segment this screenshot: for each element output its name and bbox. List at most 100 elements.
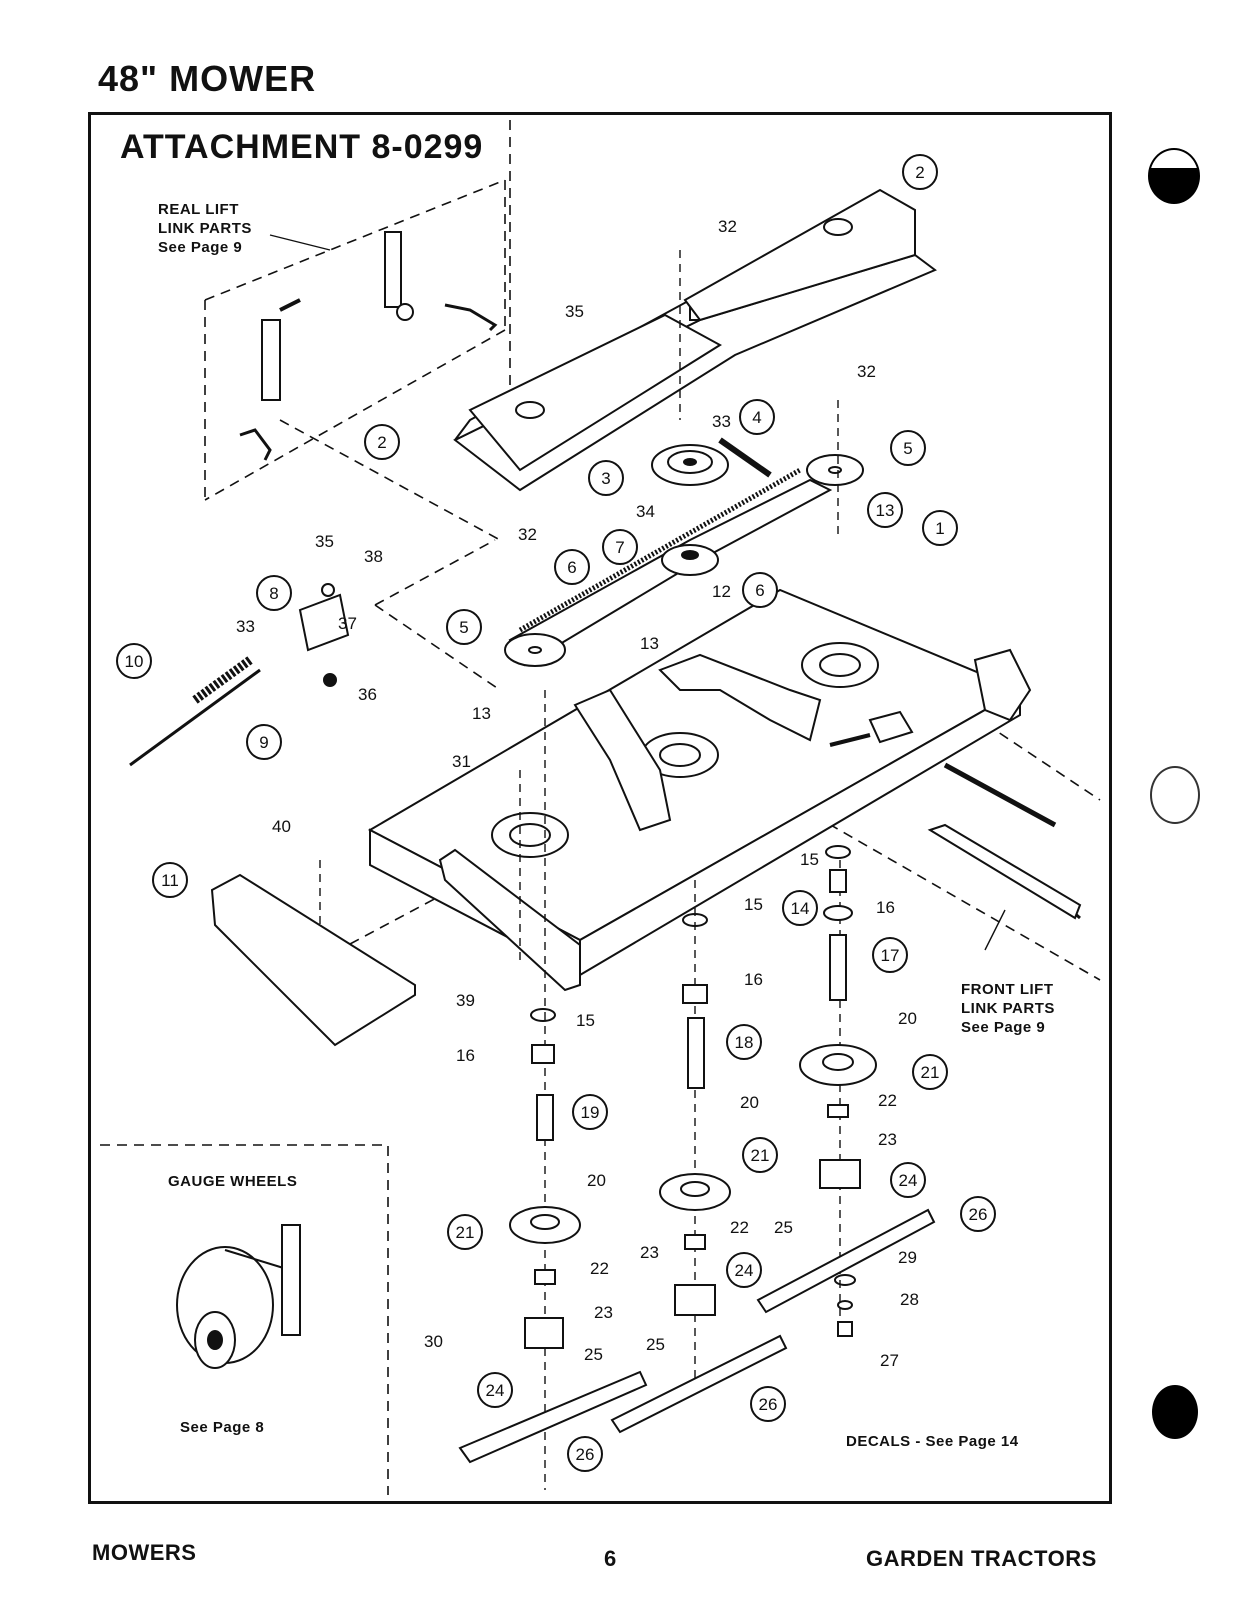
callout-circle [890, 430, 926, 466]
part-label-36: 29 [898, 1248, 917, 1267]
rear-lift-note: REAL LIFT LINK PARTS See Page 9 [158, 201, 252, 256]
part-label-32: 23 [878, 1130, 897, 1149]
callout-number: 21 [921, 1063, 940, 1082]
part-label-14: 36 [358, 685, 377, 704]
footer-page-number: 6 [604, 1546, 617, 1571]
part-callout-12: 9 [246, 724, 282, 760]
callout-circle [726, 1252, 762, 1288]
part-callout-27: 26 [750, 1386, 786, 1422]
attachment-title: ATTACHMENT 8-0299 [120, 128, 484, 166]
callout-number: 6 [755, 581, 764, 600]
part-callout-1: 1 [922, 510, 958, 546]
part-label-33: 25 [584, 1345, 603, 1364]
belt-and-pulleys [504, 437, 864, 667]
callout-number: 3 [601, 469, 610, 488]
gauge-wheels-ref: See Page 8 [180, 1419, 265, 1436]
part-label-22: 16 [744, 970, 763, 989]
part-label-34: 25 [646, 1335, 665, 1354]
part-label-8: 34 [636, 502, 655, 521]
part-callout-19: 19 [572, 1094, 608, 1130]
callout-number: 4 [752, 408, 761, 427]
callout-circle [256, 575, 292, 611]
part-label-30: 23 [594, 1303, 613, 1322]
callout-circle [902, 154, 938, 190]
callout-number: 24 [486, 1381, 505, 1400]
callout-number: 13 [876, 501, 895, 520]
part-label-21: 16 [876, 898, 895, 917]
part-callout-25: 24 [890, 1162, 926, 1198]
callout-number: 18 [735, 1033, 754, 1052]
callout-circle [477, 1372, 513, 1408]
part-callout-22: 21 [912, 1054, 948, 1090]
punch-hole-top [1148, 148, 1200, 204]
callout-number: 7 [615, 538, 624, 557]
part-callout-24: 24 [726, 1252, 762, 1288]
part-callout-10: 7 [602, 529, 638, 565]
callout-circle [742, 1137, 778, 1173]
part-label-7: 33 [236, 617, 255, 636]
part-callout-8: 6 [554, 549, 590, 585]
callout-number: 10 [125, 652, 144, 671]
front-lift-parts [829, 710, 1082, 920]
part-label-1: 32 [718, 217, 737, 236]
part-label-17: 39 [456, 991, 475, 1010]
part-label-9: 12 [712, 582, 731, 601]
part-label-29: 22 [878, 1091, 897, 1110]
callout-circle [602, 529, 638, 565]
part-label-18: 15 [800, 850, 819, 869]
callout-number: 24 [735, 1261, 754, 1280]
callout-number: 9 [259, 733, 268, 752]
part-label-31: 23 [640, 1243, 659, 1262]
callout-circle [739, 399, 775, 435]
callout-number: 14 [791, 899, 810, 918]
part-label-27: 22 [590, 1259, 609, 1278]
part-callout-20: 21 [447, 1214, 483, 1250]
part-callout-13: 10 [116, 643, 152, 679]
part-callout-2: 2 [902, 154, 938, 190]
part-label-24: 20 [587, 1171, 606, 1190]
callout-number: 2 [915, 163, 924, 182]
part-label-26: 20 [898, 1009, 917, 1028]
side-skirt [210, 873, 416, 1047]
part-callout-17: 17 [872, 937, 908, 973]
part-callout-15: 13 [867, 492, 903, 528]
callout-circle [867, 492, 903, 528]
part-label-19: 15 [744, 895, 763, 914]
part-label-5: 35 [315, 532, 334, 551]
part-label-38: 27 [880, 1351, 899, 1370]
callouts-layer: 1223455667891011131417181921212124242426… [116, 154, 996, 1472]
callout-circle [246, 724, 282, 760]
part-label-10: 13 [640, 634, 659, 653]
part-label-13: 37 [338, 614, 357, 633]
callout-circle [116, 643, 152, 679]
callout-number: 21 [751, 1146, 770, 1165]
callout-number: 5 [459, 618, 468, 637]
callout-number: 11 [161, 871, 179, 890]
part-callout-7: 5 [446, 609, 482, 645]
punch-hole-middle [1150, 766, 1200, 824]
callout-number: 2 [377, 433, 386, 452]
part-label-11: 13 [472, 704, 491, 723]
labels-layer: 3232323535333334121313383736314039151515… [236, 217, 919, 1370]
callout-number: 26 [759, 1395, 778, 1414]
rear-lift-parts [239, 231, 498, 461]
part-label-35: 25 [774, 1218, 793, 1237]
part-callout-5: 4 [739, 399, 775, 435]
part-callout-21: 21 [742, 1137, 778, 1173]
part-callout-28: 26 [960, 1196, 996, 1232]
footer-section: MOWERS [92, 1540, 197, 1565]
part-callout-23: 24 [477, 1372, 513, 1408]
part-label-6: 33 [712, 412, 731, 431]
callout-number: 1 [935, 519, 944, 538]
callout-circle [742, 572, 778, 608]
punch-hole-bottom [1152, 1385, 1198, 1439]
gauge-wheel-illustration [176, 1224, 301, 1369]
decals-note: DECALS - See Page 14 [846, 1433, 1019, 1450]
part-label-39: 30 [424, 1332, 443, 1351]
page-title: 48" MOWER [98, 58, 317, 99]
callout-circle [447, 1214, 483, 1250]
callout-number: 21 [456, 1223, 475, 1242]
part-label-3: 32 [857, 362, 876, 381]
callout-circle [726, 1024, 762, 1060]
